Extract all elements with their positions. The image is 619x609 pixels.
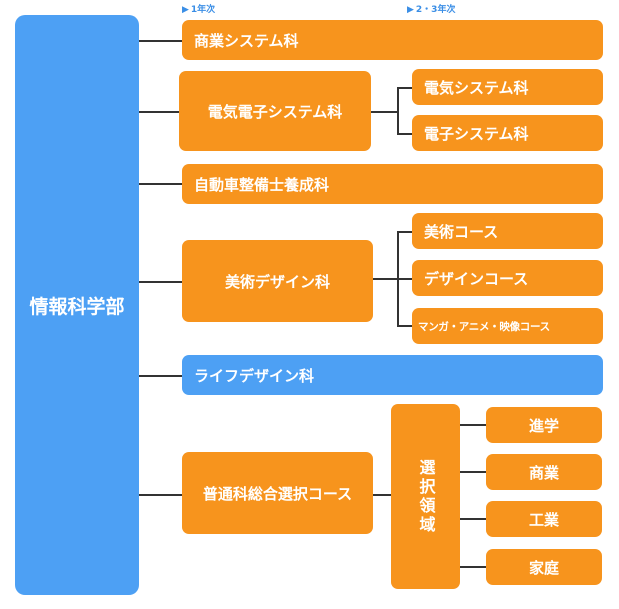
course-commerce-systems: 商業システム科 [182, 20, 603, 60]
department-label: 情報科学部 [29, 295, 125, 318]
connector-line [397, 325, 412, 327]
course-art: 美術コース [412, 213, 603, 249]
course-general-elective: 普通科総合選択コース [182, 452, 373, 534]
course-electronic-systems: 電子システム科 [412, 115, 603, 151]
connector-line [397, 278, 412, 280]
connector-line [397, 87, 399, 135]
connector-line [139, 40, 182, 42]
connector-line [139, 183, 182, 185]
connector-line [397, 133, 412, 135]
connector-line [139, 494, 182, 496]
course-auto-maintenance: 自動車整備士養成科 [182, 164, 603, 204]
course-electrical-systems: 電気システム科 [412, 69, 603, 105]
connector-line [371, 111, 398, 113]
connector-line [373, 278, 398, 280]
header-year1: ▶1年次 [182, 5, 216, 15]
connector-line [139, 375, 182, 377]
connector-line [139, 281, 182, 283]
connector-line [397, 87, 412, 89]
area-industry: 工業 [486, 501, 602, 537]
connector-line [460, 424, 486, 426]
elective-area-box: 選択領域 [391, 404, 460, 589]
course-electrical-electronic-systems: 電気電子システム科 [179, 71, 371, 151]
connector-line [460, 518, 486, 520]
triangle-right-icon: ▶ [407, 5, 414, 15]
connector-line [139, 111, 179, 113]
connector-line [397, 231, 412, 233]
course-art-design: 美術デザイン科 [182, 240, 373, 322]
triangle-right-icon: ▶ [182, 5, 189, 15]
header-year23: ▶2・3年次 [407, 5, 456, 15]
connector-line [373, 494, 391, 496]
area-commerce: 商業 [486, 454, 602, 490]
connector-line [460, 471, 486, 473]
area-advance: 進学 [486, 407, 602, 443]
course-life-design: ライフデザイン科 [182, 355, 603, 395]
department-box: 情報科学部 [15, 15, 139, 595]
area-home: 家庭 [486, 549, 602, 585]
connector-line [460, 566, 486, 568]
course-manga-anime-video: マンガ・アニメ・映像コース [412, 308, 603, 344]
course-design: デザインコース [412, 260, 603, 296]
